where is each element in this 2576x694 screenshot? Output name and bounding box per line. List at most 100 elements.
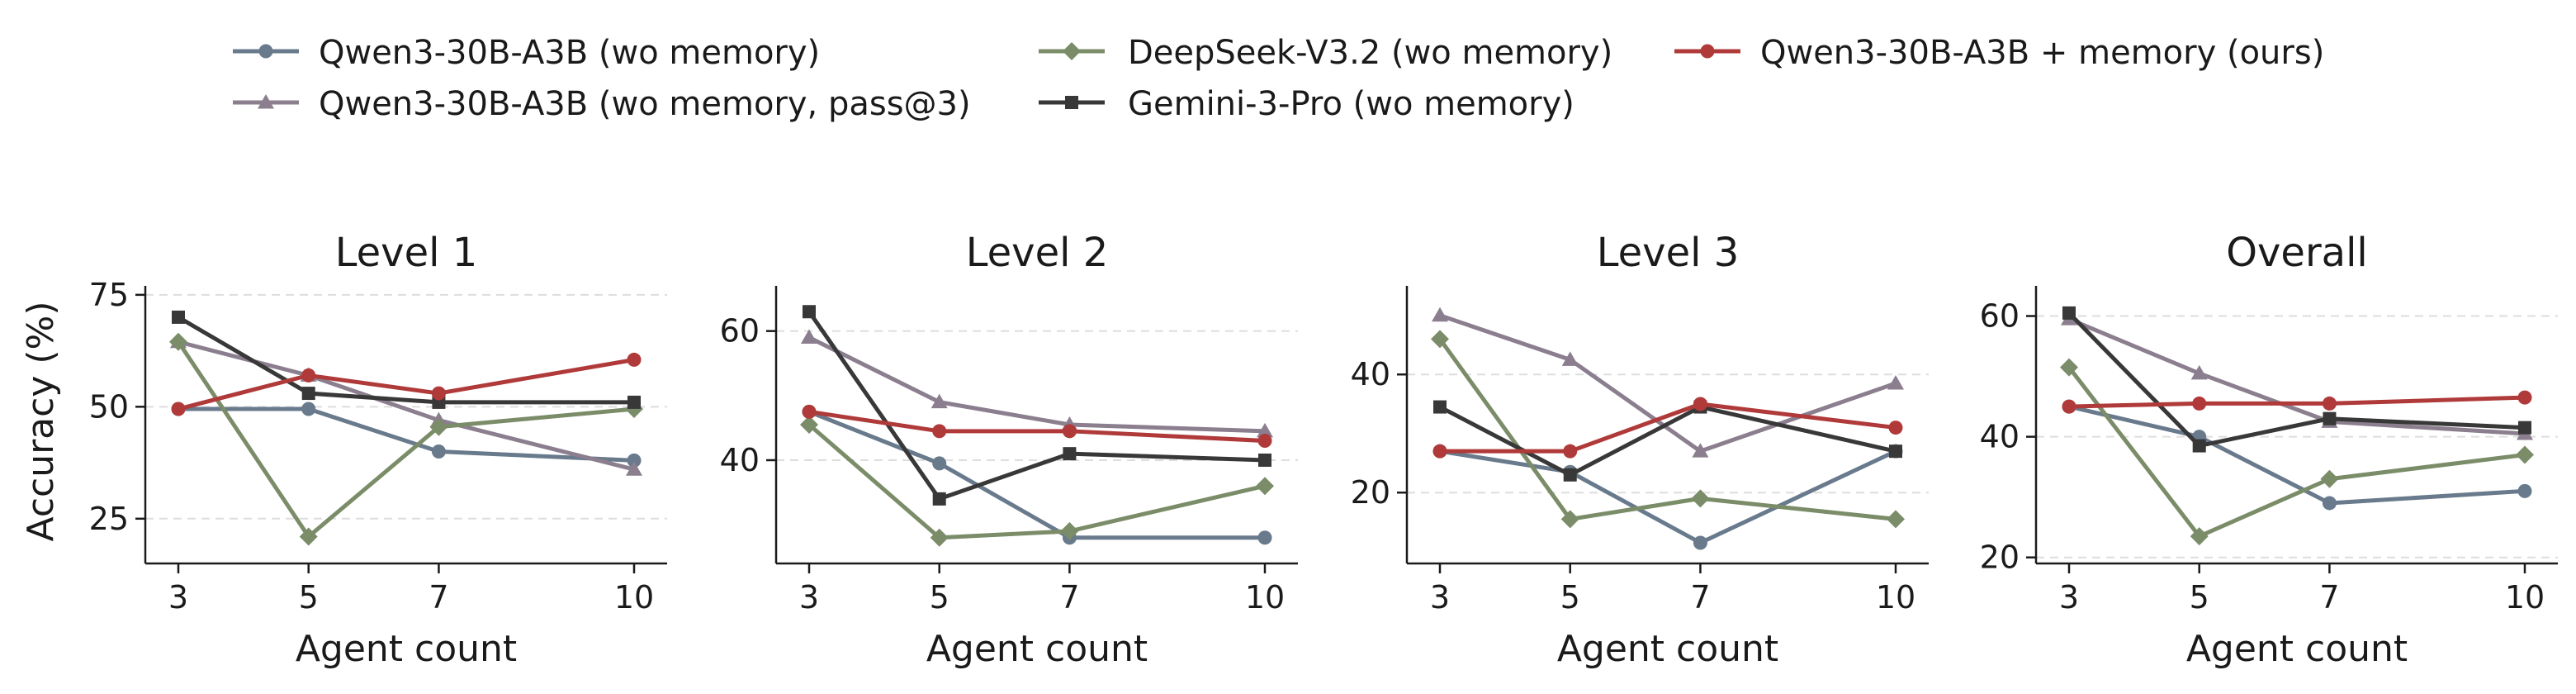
x-tick-label: 10 bbox=[2505, 579, 2545, 616]
series-2 bbox=[2060, 358, 2534, 546]
legend-label: DeepSeek-V3.2 (wo memory) bbox=[1128, 34, 1612, 72]
legend-entry: Gemini-3-Pro (wo memory) bbox=[1039, 85, 1574, 123]
x-tick-label: 10 bbox=[1876, 579, 1915, 616]
data-point bbox=[169, 332, 187, 351]
series-line bbox=[807, 335, 1266, 434]
series-line bbox=[2068, 395, 2526, 409]
series-line bbox=[176, 340, 635, 539]
data-point bbox=[1062, 424, 1077, 439]
legend-marker bbox=[1065, 96, 1078, 109]
legend-label: Qwen3-30B-A3B (wo memory) bbox=[319, 34, 820, 72]
data-point bbox=[2518, 421, 2531, 435]
series-line bbox=[2067, 311, 2526, 449]
x-tick-label: 5 bbox=[1560, 579, 1580, 616]
series-line bbox=[807, 423, 1266, 540]
series-4 bbox=[802, 404, 1272, 449]
x-tick-label: 10 bbox=[1245, 579, 1285, 616]
legend-marker-shape bbox=[1063, 42, 1081, 60]
data-point bbox=[2322, 496, 2337, 511]
data-point bbox=[301, 402, 316, 416]
data-point bbox=[1693, 397, 1707, 411]
legend-marker bbox=[258, 44, 273, 59]
legend-marker-shape bbox=[258, 44, 273, 59]
legend-label: Qwen3-30B-A3B (wo memory, pass@3) bbox=[319, 85, 971, 123]
y-tick-label: 25 bbox=[89, 501, 129, 537]
series-line bbox=[178, 406, 635, 463]
legend: Qwen3-30B-A3B (wo memory) Qwen3-30B-A3B … bbox=[233, 34, 2324, 123]
legend-marker-shape bbox=[1700, 44, 1715, 59]
x-tick-label: 7 bbox=[429, 579, 448, 616]
x-tick-label: 3 bbox=[799, 579, 819, 616]
data-point bbox=[1887, 374, 1904, 390]
series-4 bbox=[2062, 390, 2532, 414]
legend-marker bbox=[258, 94, 274, 109]
series-line bbox=[1438, 405, 1896, 478]
legend-marker-shape bbox=[1065, 96, 1078, 109]
data-point bbox=[627, 453, 642, 468]
data-point bbox=[2190, 364, 2208, 380]
series-line bbox=[1437, 337, 1896, 521]
data-point bbox=[930, 528, 949, 547]
data-point bbox=[301, 368, 316, 383]
data-point bbox=[1433, 400, 1447, 414]
series-line bbox=[1440, 402, 1896, 454]
x-tick-label: 3 bbox=[2059, 579, 2079, 616]
series-line bbox=[2068, 404, 2526, 506]
panel-title: Level 1 bbox=[335, 230, 478, 276]
legend-entry: Qwen3-30B-A3B (wo memory) bbox=[233, 34, 820, 72]
data-point bbox=[2322, 396, 2337, 411]
data-point bbox=[2320, 469, 2339, 488]
series-3 bbox=[1433, 400, 1902, 482]
y-tick-label: 60 bbox=[720, 313, 760, 349]
data-point bbox=[2192, 396, 2207, 411]
data-point bbox=[1063, 447, 1077, 461]
data-point bbox=[800, 416, 818, 434]
data-point bbox=[1257, 530, 1272, 545]
series-line bbox=[177, 315, 634, 405]
series-3 bbox=[803, 305, 1271, 506]
data-point bbox=[1691, 489, 1710, 508]
data-point bbox=[2517, 390, 2532, 405]
data-point bbox=[627, 395, 641, 409]
y-tick-label: 40 bbox=[720, 442, 760, 478]
data-point bbox=[2062, 399, 2076, 414]
series-line bbox=[178, 357, 635, 411]
series-line bbox=[808, 410, 1265, 540]
data-point bbox=[1561, 351, 1579, 366]
series-4 bbox=[171, 352, 642, 416]
data-point bbox=[172, 310, 185, 324]
x-tick-label: 5 bbox=[299, 579, 319, 616]
data-point bbox=[627, 352, 642, 367]
x-axis-label: Agent count bbox=[296, 628, 517, 670]
data-point bbox=[2516, 445, 2534, 464]
y-tick-label: 50 bbox=[89, 388, 129, 425]
data-point bbox=[930, 393, 948, 409]
data-point bbox=[1256, 477, 1274, 496]
y-tick-label: 60 bbox=[1980, 298, 2020, 335]
legend-marker-shape bbox=[258, 94, 274, 109]
series-line bbox=[2068, 316, 2526, 436]
data-point bbox=[1257, 422, 1273, 438]
data-point bbox=[431, 386, 446, 401]
data-point bbox=[171, 402, 186, 416]
x-tick-label: 10 bbox=[614, 579, 654, 616]
series-2 bbox=[800, 416, 1274, 547]
data-point bbox=[1431, 330, 1449, 349]
data-point bbox=[2062, 306, 2076, 320]
y-tick-label: 40 bbox=[1980, 419, 2020, 455]
data-point bbox=[431, 444, 446, 459]
data-point bbox=[932, 456, 947, 471]
y-tick-label: 20 bbox=[1980, 540, 2020, 576]
series-2 bbox=[169, 332, 643, 546]
data-point bbox=[429, 417, 448, 436]
legend-marker bbox=[1700, 44, 1715, 59]
series-line bbox=[2067, 366, 2526, 539]
series-3 bbox=[2062, 306, 2531, 453]
y-tick-label: 75 bbox=[89, 277, 129, 313]
